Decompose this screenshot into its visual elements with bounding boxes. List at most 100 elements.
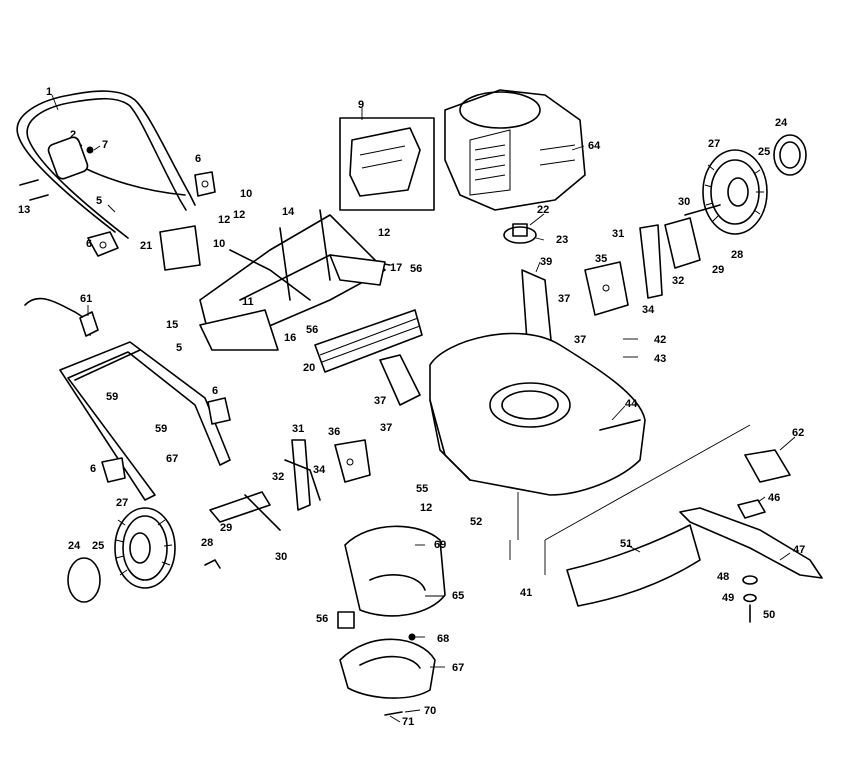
- callout: 59: [106, 391, 118, 403]
- callout: 10: [213, 238, 225, 250]
- callout: 28: [731, 249, 743, 261]
- height-adjuster-left-31: [284, 439, 321, 511]
- callout: 46: [768, 492, 780, 504]
- callout: 69: [434, 539, 446, 551]
- callout: 23: [556, 234, 568, 246]
- callout: 65: [452, 590, 464, 602]
- bag-corner-21: [159, 225, 201, 271]
- rear-door-20: [314, 309, 423, 373]
- callout: 67: [166, 453, 178, 465]
- callout: 14: [282, 206, 295, 218]
- clip-17: [329, 254, 386, 286]
- blade-adapter-46: [737, 499, 766, 519]
- hubcap-24-right: [773, 134, 807, 176]
- callout: 24: [775, 117, 788, 129]
- hinge-bracket-deck: [379, 354, 421, 406]
- callout: 27: [708, 138, 720, 150]
- callout: 37: [374, 395, 386, 407]
- callout: 41: [520, 587, 532, 599]
- mulch-plug-67: [339, 638, 436, 699]
- callout: 42: [654, 334, 666, 346]
- decal-56: [337, 611, 355, 629]
- callout: 11: [242, 296, 254, 308]
- callout: 43: [654, 353, 666, 365]
- callout: 34: [642, 304, 655, 316]
- callout: 51: [620, 538, 632, 550]
- callout: 55: [416, 483, 428, 495]
- side-discharge-65: [344, 525, 446, 617]
- callout: 9: [358, 99, 364, 111]
- callout: 31: [292, 423, 304, 435]
- callout: 15: [166, 319, 178, 331]
- callout: 5: [96, 195, 102, 207]
- screw-70-71: [384, 711, 403, 716]
- bolts-13: [19, 179, 49, 201]
- callout: 27: [116, 497, 128, 509]
- engine-64: [444, 89, 586, 211]
- callout: 70: [424, 705, 436, 717]
- callout: 37: [558, 293, 570, 305]
- knobs-6: [101, 397, 231, 483]
- callout: 24: [68, 540, 81, 552]
- callout: 50: [763, 609, 775, 621]
- rear-wheel-right-27: [702, 149, 768, 235]
- callout: 20: [303, 362, 315, 374]
- callout: 25: [92, 540, 104, 552]
- callout: 31: [612, 228, 624, 240]
- callout: 21: [140, 240, 152, 252]
- callout: 6: [212, 385, 218, 397]
- callout: 6: [195, 153, 201, 165]
- height-adjuster-right-31: [639, 224, 663, 299]
- lower-handle-59: [59, 341, 231, 501]
- callout: 10: [240, 188, 252, 200]
- deflector-16: [199, 309, 279, 351]
- callout: 7: [102, 139, 108, 151]
- callout: 56: [316, 613, 328, 625]
- callout: 68: [437, 633, 449, 645]
- callout: 39: [540, 256, 552, 268]
- mower-deck-44: [429, 332, 646, 496]
- callout: 44: [625, 398, 638, 410]
- callout: 17: [390, 262, 402, 274]
- callout: 29: [712, 264, 724, 276]
- callout: 49: [722, 592, 734, 604]
- leader-lines: [51, 94, 796, 723]
- handle-knob-left: [87, 231, 119, 257]
- bracket-35: [584, 261, 629, 316]
- callout: 52: [470, 516, 482, 528]
- callout: 32: [672, 275, 684, 287]
- callout: 12: [218, 214, 230, 226]
- callout: 34: [313, 464, 326, 476]
- baffle-51: [566, 524, 701, 607]
- callout: 16: [284, 332, 296, 344]
- callout: 56: [410, 263, 422, 275]
- callout: 64: [588, 140, 601, 152]
- callout: 37: [574, 334, 586, 346]
- callout: 48: [717, 571, 729, 583]
- callout: 1: [46, 86, 52, 98]
- assembly-lines: [509, 424, 751, 575]
- grass-bag-panel-9: [339, 117, 435, 211]
- callout: 12: [233, 209, 245, 221]
- rear-wheel-left-27: [114, 507, 176, 589]
- callout: 32: [272, 471, 284, 483]
- blade-adapter-62: [744, 449, 791, 483]
- callout: 37: [380, 422, 392, 434]
- blade-47: [679, 507, 823, 579]
- callout: 71: [402, 716, 414, 728]
- callout: 36: [328, 426, 340, 438]
- callout-labels: 1 2 7 6 5 13 6 21 10 12 12 14 10 12 17 5…: [18, 86, 805, 728]
- pin-68: [408, 633, 416, 641]
- callout: 13: [18, 204, 30, 216]
- callout: 6: [90, 463, 96, 475]
- callout: 47: [793, 544, 805, 556]
- blade-bolt-washer-48-49-50: [742, 575, 758, 623]
- callout: 29: [220, 522, 232, 534]
- callout: 59: [155, 423, 167, 435]
- engine-pulley-22: [503, 223, 537, 244]
- wheel-axle-left: [209, 491, 281, 531]
- handle-knob-right: [194, 171, 216, 197]
- callout: 22: [537, 204, 549, 216]
- callout: 30: [678, 196, 690, 208]
